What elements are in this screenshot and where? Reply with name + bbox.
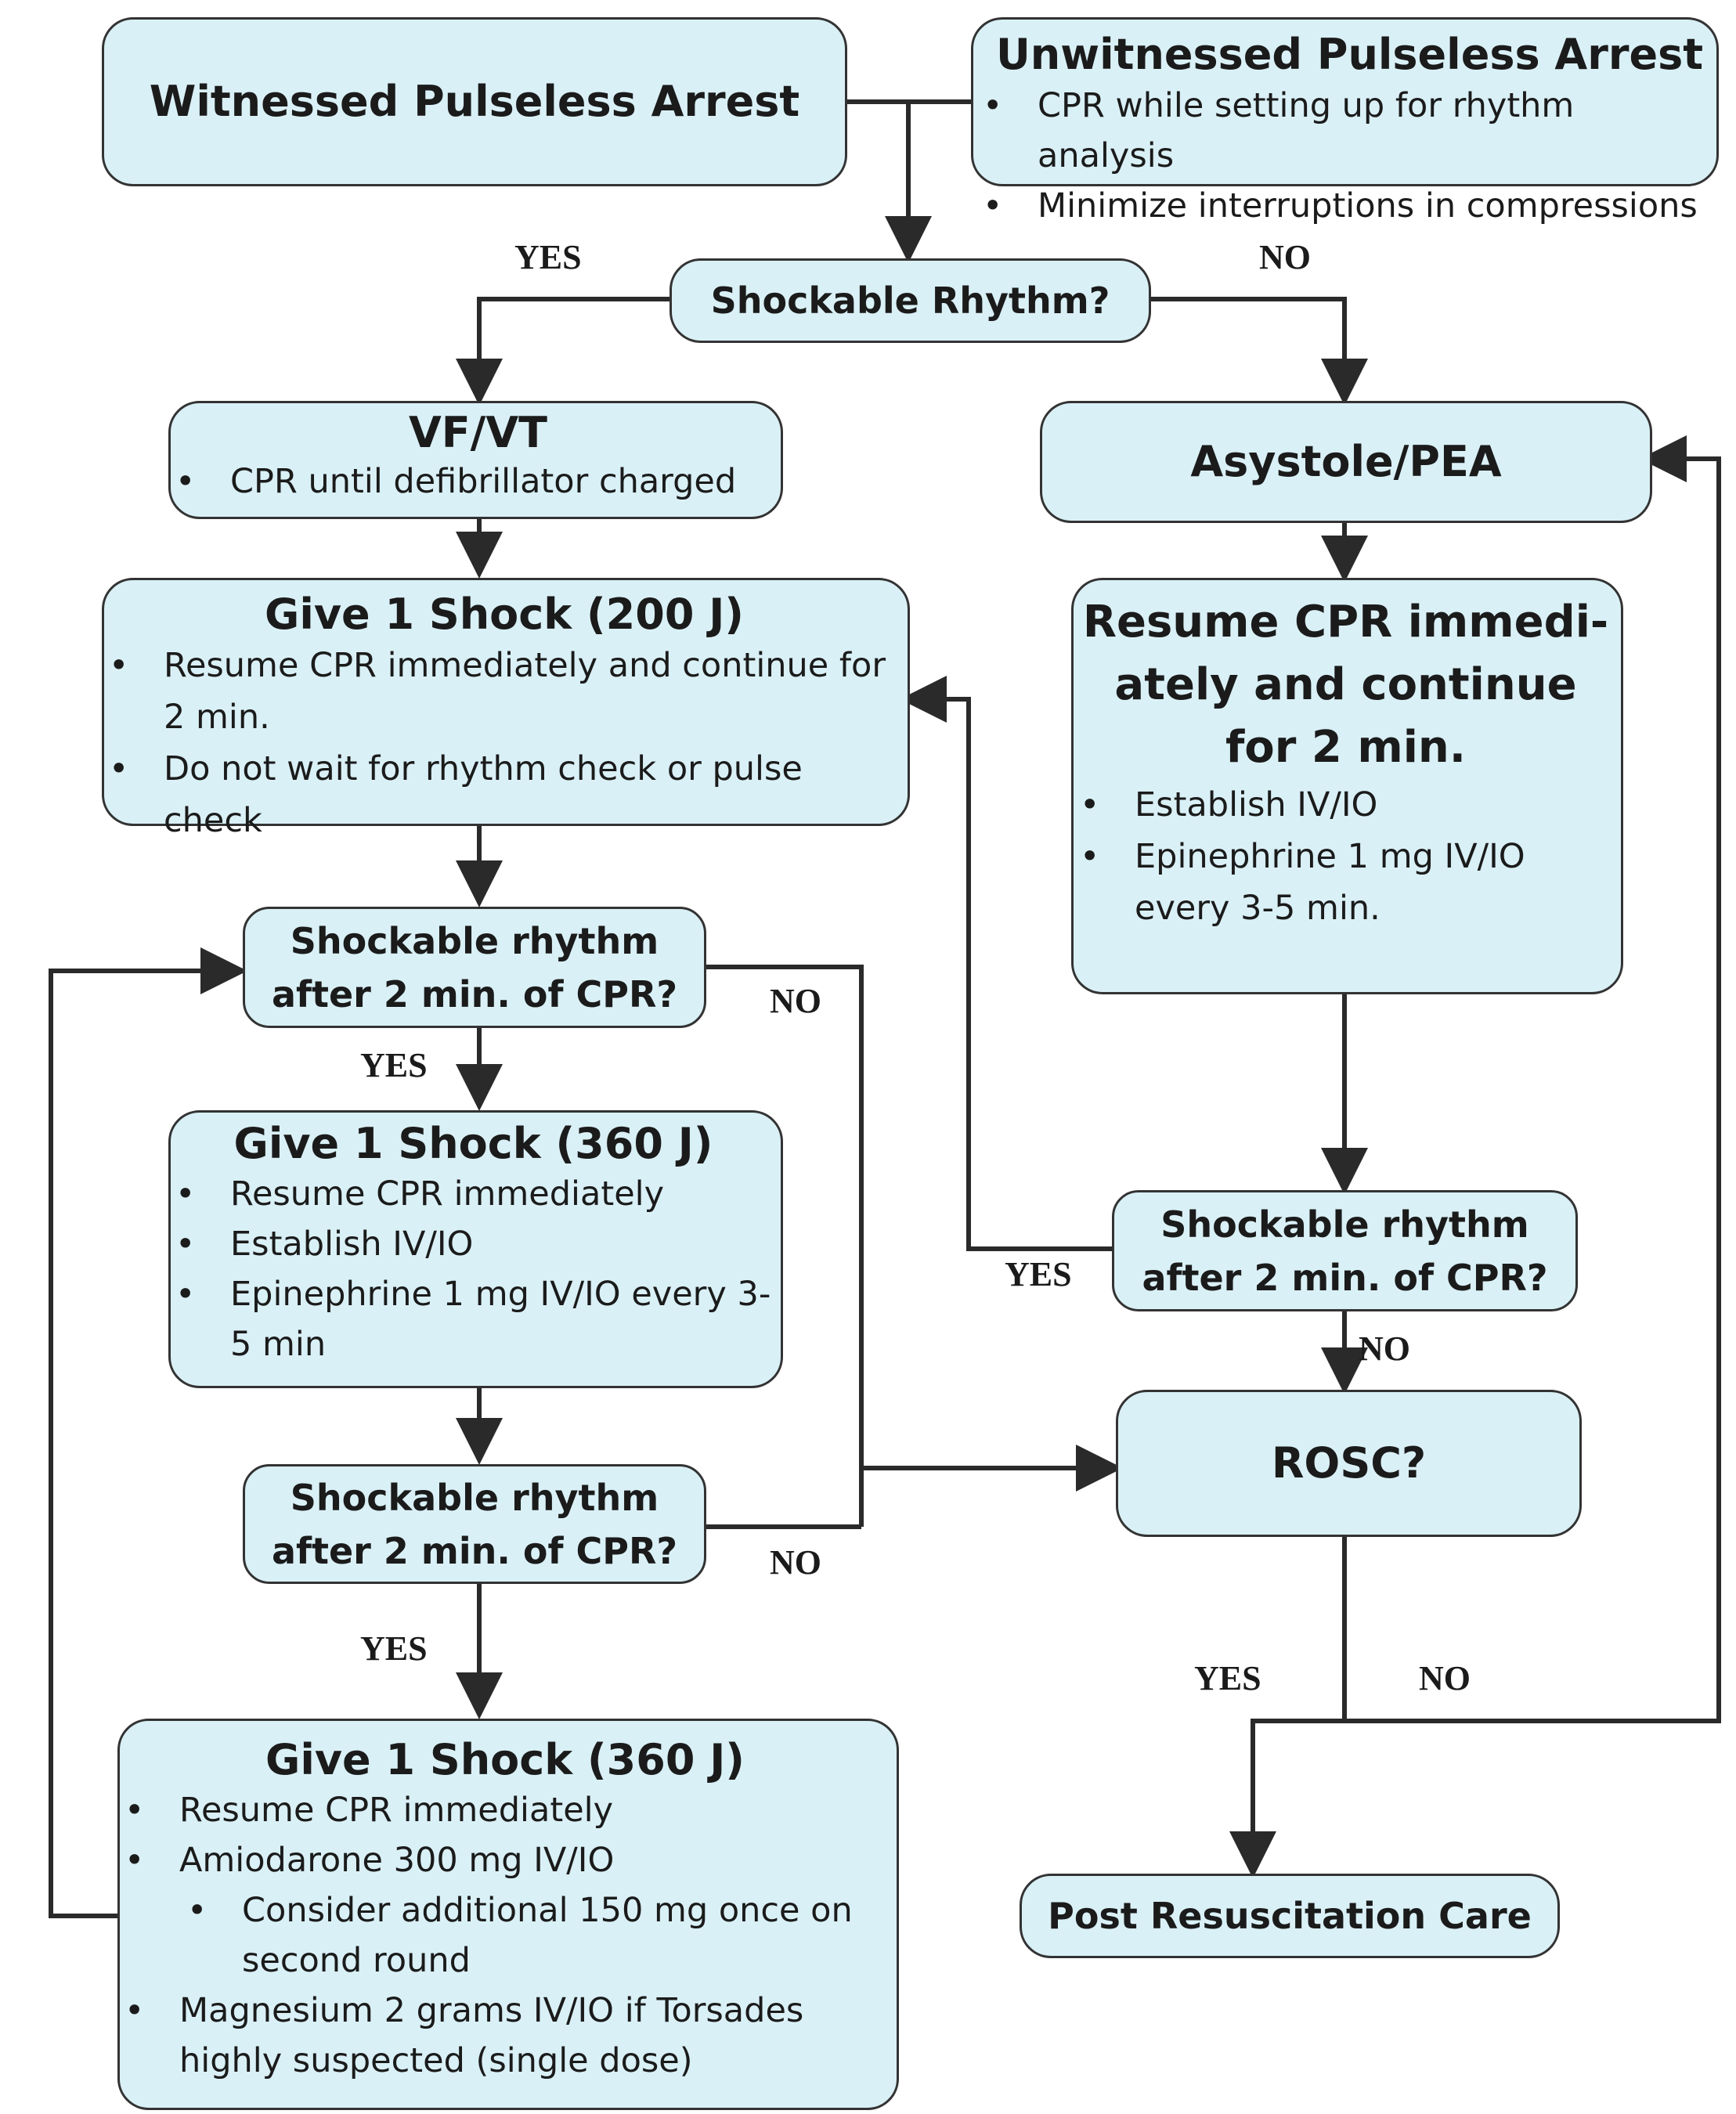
shock-360j-item: Epinephrine 1 mg IV/IO every 3-5 min <box>175 1269 771 1369</box>
check1-title: Shockable rhythm after 2 min. of CPR? <box>271 919 678 1016</box>
label-yes-shockable: YES <box>514 238 582 276</box>
unwitnessed-arrest-list: CPR while setting up for rhythm analysis… <box>983 81 1716 231</box>
label-yes-check-right: YES <box>1005 1255 1072 1293</box>
shock-200j-list: Resume CPR immediately and continue for … <box>109 640 900 846</box>
label-yes-rosc: YES <box>1194 1659 1261 1697</box>
unwitnessed-item: CPR while setting up for rhythm analysis <box>983 81 1716 181</box>
shock-360j-item: Resume CPR immediately <box>125 1785 886 1835</box>
edge-rosc-yes-to-post <box>1229 1719 1344 1878</box>
shock-360j-item: Magnesium 2 grams IV/IO if Torsades high… <box>125 1986 886 2086</box>
shock-200j-title: Give 1 Shock (200 J) <box>265 590 744 639</box>
vfvt-list: CPR until defibrillator charged <box>175 458 781 505</box>
shock-360j-box-1: Give 1 Shock (360 J) Resume CPR immediat… <box>168 1110 783 1388</box>
shockable-after-cpr-decision-right: Shockable rhythm after 2 min. of CPR? <box>1112 1190 1578 1311</box>
shock-360j-list-1: Resume CPR immediately Establish IV/IO E… <box>175 1169 771 1369</box>
shock-360j-title-1: Give 1 Shock (360 J) <box>233 1119 713 1168</box>
label-no-check2: NO <box>770 1543 821 1582</box>
edge-yes-to-vfvt <box>456 297 669 406</box>
edge-check1-no <box>706 965 864 1527</box>
shock-200j-box: Give 1 Shock (200 J) Resume CPR immediat… <box>102 578 910 840</box>
post-resuscitation-title: Post Resuscitation Care <box>1048 1895 1532 1937</box>
resume-cpr-box: Resume CPR immedi-ately and continue for… <box>1071 578 1623 994</box>
shock-200j-item: Resume CPR immediately and continue for … <box>109 640 900 743</box>
unwitnessed-arrest-box: Unwitnessed Pulseless Arrest CPR while s… <box>971 17 1719 231</box>
vfvt-box: VF/VT CPR until defibrillator charged <box>168 401 783 519</box>
witnessed-arrest-title: Witnessed Pulseless Arrest <box>149 77 800 126</box>
shockable-after-cpr-decision-2: Shockable rhythm after 2 min. of CPR? <box>243 1464 706 1584</box>
asystole-pea-box: Asystole/PEA <box>1040 401 1652 523</box>
shock-360j-title-2: Give 1 Shock (360 J) <box>265 1735 745 1784</box>
shockable-rhythm-decision: Shockable Rhythm? <box>669 258 1151 343</box>
rosc-title: ROSC? <box>1271 1438 1427 1488</box>
vfvt-item: CPR until defibrillator charged <box>175 458 781 505</box>
label-no-check-right: NO <box>1359 1329 1410 1368</box>
unwitnessed-arrest-title: Unwitnessed Pulseless Arrest <box>995 30 1704 79</box>
edge-no-to-asystole <box>1151 297 1368 406</box>
shockable-rhythm-title: Shockable Rhythm? <box>710 280 1110 322</box>
shock-360j-list-2: Resume CPR immediately Amiodarone 300 mg… <box>125 1785 886 2086</box>
label-yes-check2: YES <box>360 1629 428 1668</box>
unwitnessed-item: Minimize interruptions in compressions <box>983 181 1716 231</box>
shock-360j-item: Resume CPR immediately <box>175 1169 771 1219</box>
shock-200j-item: Do not wait for rhythm check or pulse ch… <box>109 743 900 846</box>
edge-shock3-loop-to-check1 <box>49 947 247 1918</box>
check-right-title: Shockable rhythm after 2 min. of CPR? <box>1142 1203 1548 1299</box>
edge-check-right-yes-to-shock1 <box>900 676 1112 1251</box>
resume-cpr-item: Establish IV/IO <box>1080 779 1611 831</box>
rosc-decision: ROSC? <box>1116 1390 1582 1537</box>
shockable-after-cpr-decision-1: Shockable rhythm after 2 min. of CPR? <box>243 907 706 1028</box>
edge-rosc-no-to-asystole <box>1344 435 1721 1723</box>
shock-360j-subitem: Consider additional 150 mg once on secon… <box>125 1885 886 1986</box>
resume-cpr-list: Establish IV/IO Epinephrine 1 mg IV/IO e… <box>1080 779 1611 934</box>
label-yes-check1: YES <box>360 1046 428 1084</box>
shock-360j-box-2: Give 1 Shock (360 J) Resume CPR immediat… <box>117 1719 899 2110</box>
label-no-rosc: NO <box>1419 1659 1471 1697</box>
post-resuscitation-care-box: Post Resuscitation Care <box>1020 1874 1560 1958</box>
resume-cpr-title: Resume CPR immedi-ately and continue for… <box>1082 597 1609 773</box>
resume-cpr-item: Epinephrine 1 mg IV/IO every 3-5 min. <box>1080 831 1611 934</box>
label-no-shockable: NO <box>1259 238 1311 276</box>
label-no-check1: NO <box>770 982 821 1020</box>
vfvt-title: VF/VT <box>408 408 548 457</box>
asystole-pea-title: Asystole/PEA <box>1190 437 1502 486</box>
witnessed-arrest-box: Witnessed Pulseless Arrest <box>102 17 847 186</box>
shock-360j-item: Establish IV/IO <box>175 1219 771 1269</box>
check2-title: Shockable rhythm after 2 min. of CPR? <box>271 1476 678 1572</box>
shock-360j-item: Amiodarone 300 mg IV/IO <box>125 1835 886 1885</box>
